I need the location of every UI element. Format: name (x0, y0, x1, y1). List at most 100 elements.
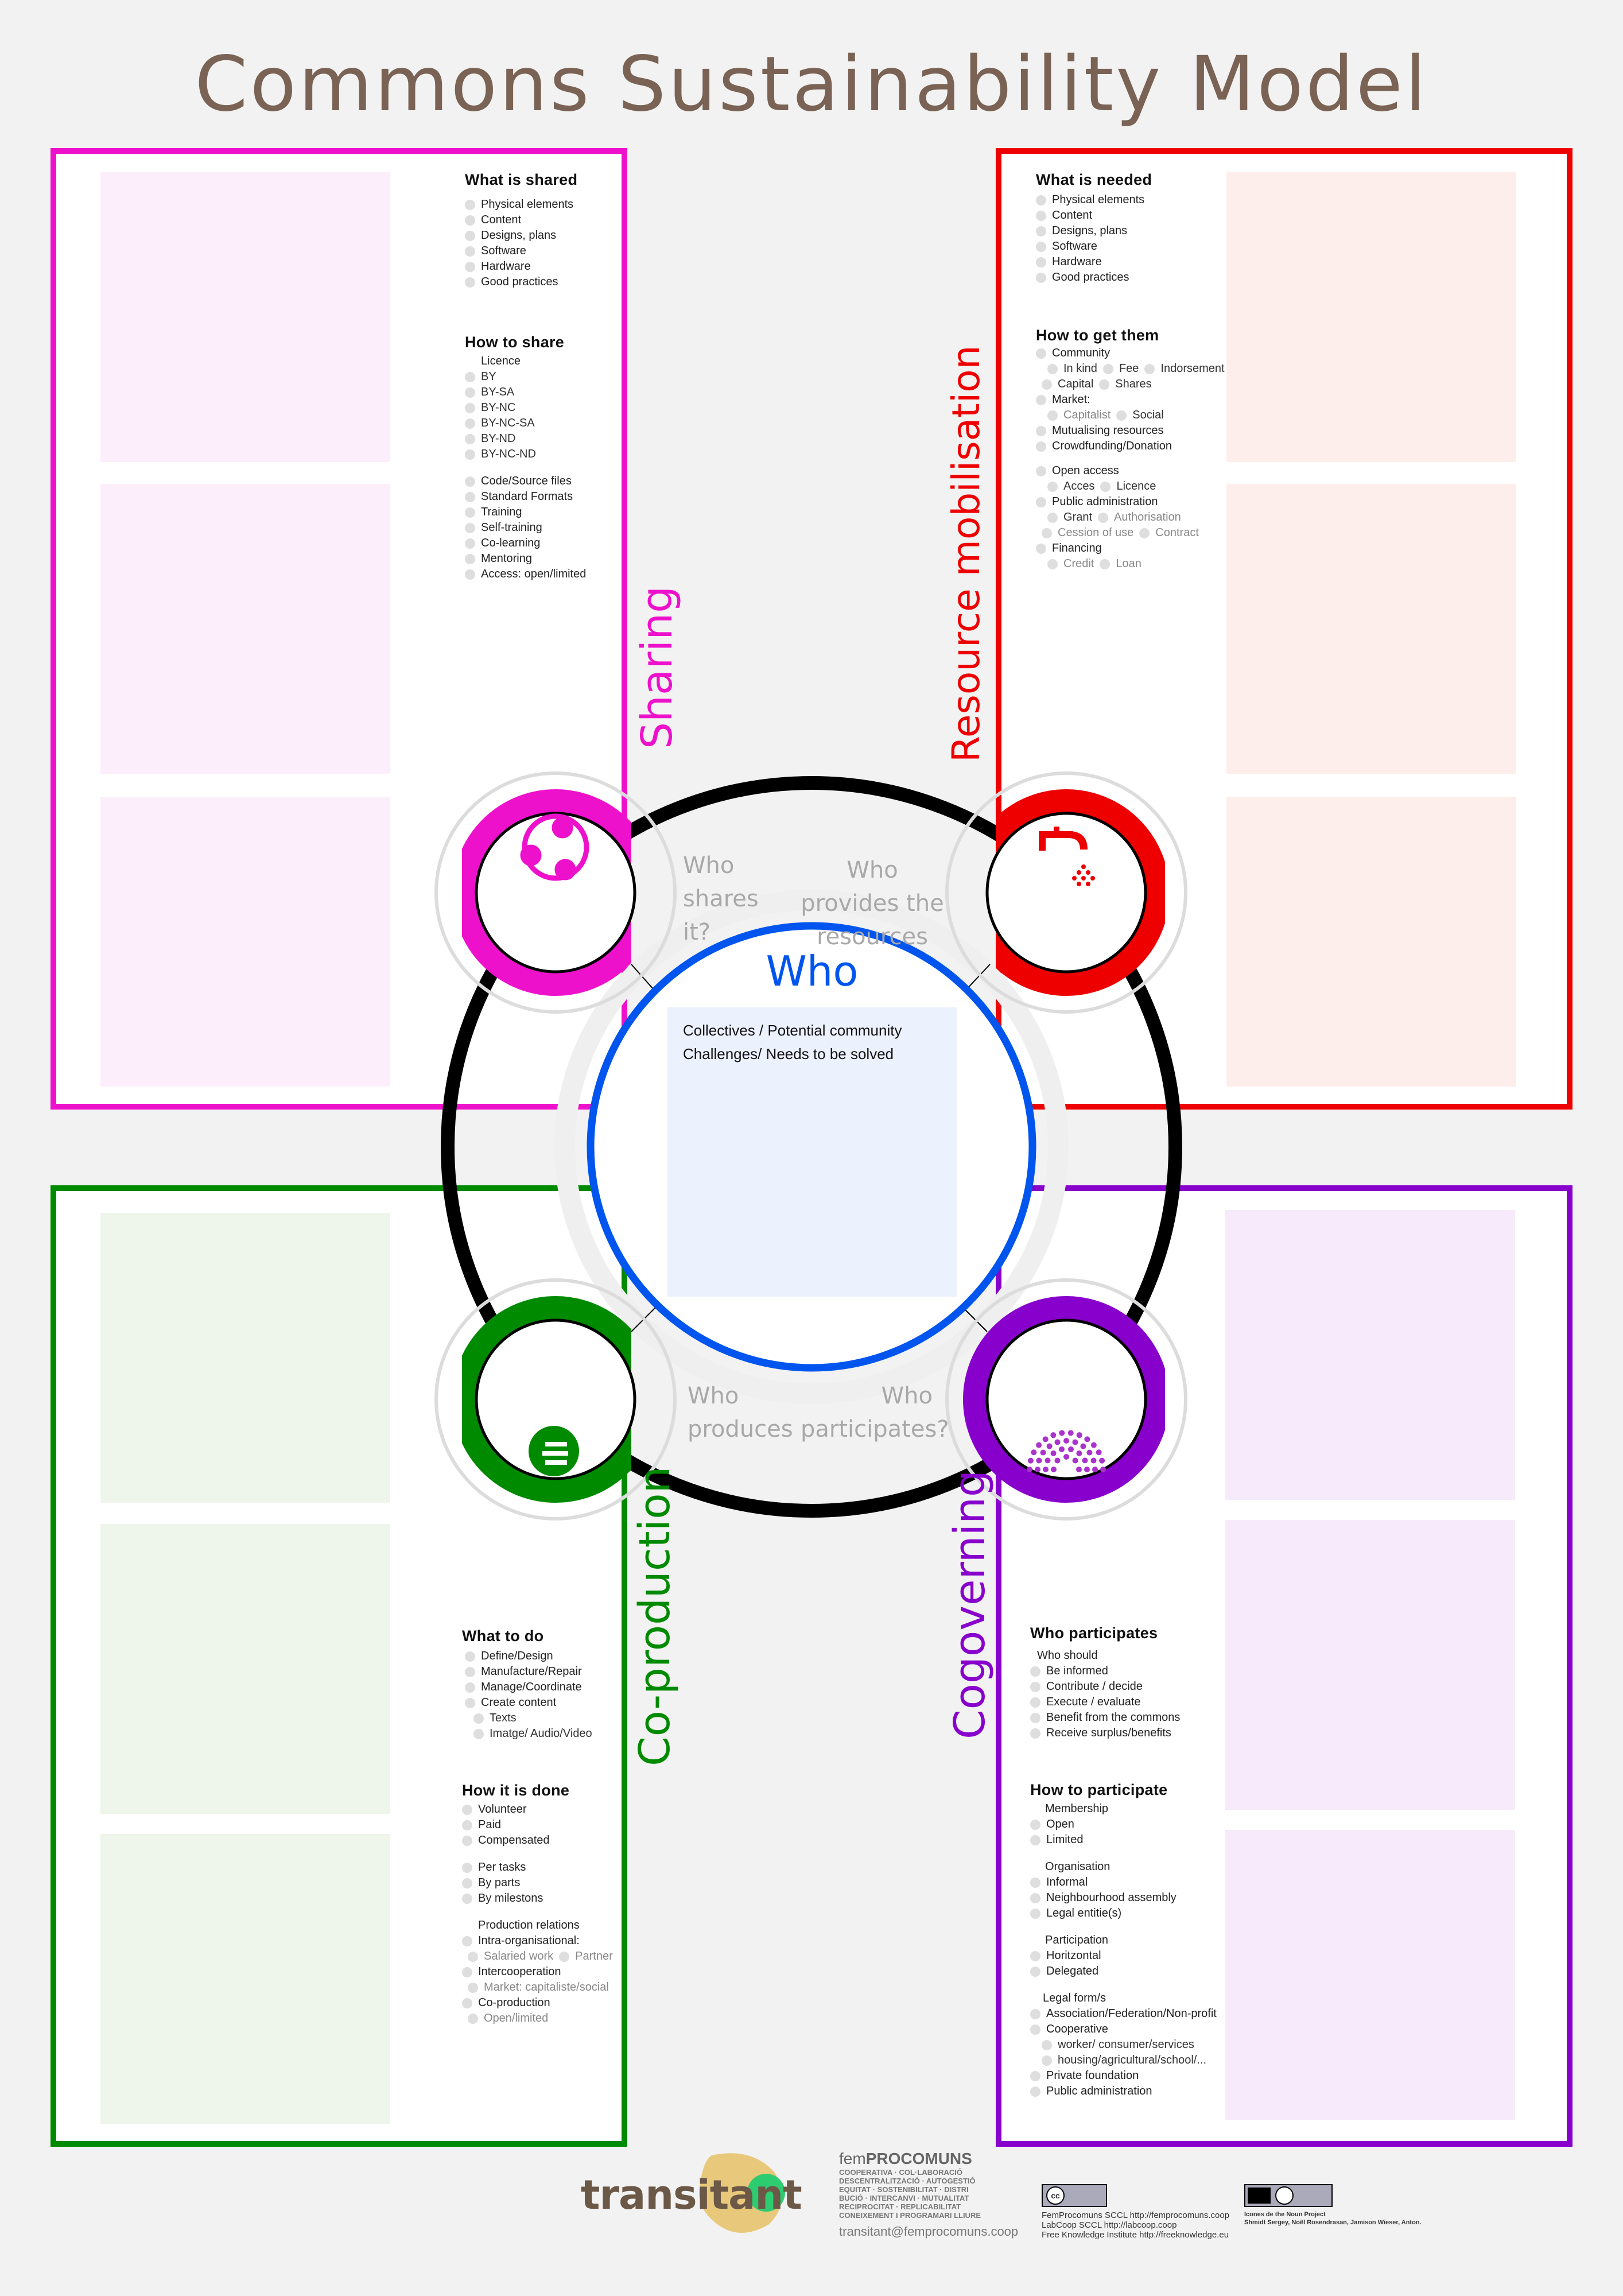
bullet-icon[interactable] (1036, 195, 1046, 205)
bullet-icon[interactable] (1030, 1819, 1040, 1830)
what-is-needed-heading: What is needed (1036, 171, 1152, 188)
list-item: Be informed (1030, 1663, 1217, 1679)
bullet-icon[interactable] (1030, 1681, 1040, 1692)
bullet-icon[interactable] (462, 1862, 472, 1873)
noun-project-badge (1244, 2184, 1333, 2207)
who-prompts: Collectives / Potential community Challe… (683, 1019, 902, 1066)
coproduction-pad-3[interactable] (100, 1834, 390, 2124)
bullet-icon[interactable] (1030, 1835, 1040, 1845)
bullet-icon[interactable] (1030, 1697, 1040, 1708)
bullet-icon[interactable] (465, 371, 475, 382)
resource-pad-2[interactable] (1226, 484, 1516, 774)
cc-icon: cc (1046, 2186, 1065, 2205)
sharing-pad-2[interactable] (100, 484, 390, 774)
bullet-icon[interactable] (465, 433, 475, 444)
bullet-icon[interactable] (462, 1893, 472, 1904)
bullet-icon[interactable] (1030, 1966, 1040, 1977)
bullet-icon[interactable] (465, 230, 475, 241)
bullet-icon[interactable] (1036, 226, 1046, 236)
bullet-icon[interactable] (462, 1835, 472, 1846)
bullet-icon[interactable] (465, 387, 475, 398)
cogoverning-pad-2[interactable] (1225, 1520, 1515, 1810)
procomuns-word: PROCOMUNS (865, 2150, 972, 2167)
bullet-icon[interactable] (462, 1878, 472, 1888)
cogoverning-pad-1[interactable] (1225, 1210, 1515, 1500)
bullet-icon[interactable] (1030, 1908, 1040, 1919)
seat-dot (1036, 1442, 1042, 1448)
seat-dot (1082, 1457, 1088, 1464)
bullet-icon[interactable] (465, 538, 475, 549)
question-sharing: Who shares it? (683, 852, 759, 945)
bullet-icon[interactable] (1036, 272, 1046, 283)
bullet-icon[interactable] (465, 1666, 475, 1677)
bullet-icon[interactable] (465, 491, 475, 502)
list-item: BY (465, 369, 586, 385)
seat-dot (1063, 1438, 1069, 1444)
who-notes-area[interactable] (667, 1007, 957, 1297)
bullet-icon[interactable] (465, 476, 475, 487)
list-item: Hardware (1036, 254, 1230, 270)
bullet-icon[interactable] (465, 553, 475, 564)
seat-dot (1036, 1457, 1042, 1464)
seat-dot (1080, 1443, 1086, 1449)
list-item: Self-training (465, 520, 586, 536)
bullet-icon[interactable] (1030, 1728, 1040, 1739)
bullet-icon[interactable] (1030, 1950, 1040, 1961)
seat-dot (1050, 1432, 1057, 1438)
noun-project-icon (1248, 2188, 1271, 2204)
seat-dot (1051, 1467, 1057, 1472)
seat-dot (1050, 1450, 1057, 1456)
list-item: Paid (462, 1817, 619, 1833)
seat-dot (1096, 1449, 1102, 1456)
list-item: Content (1036, 208, 1230, 223)
fem-word: fem (839, 2150, 866, 2167)
resource-pad-1[interactable] (1226, 172, 1516, 462)
bullet-icon[interactable] (1036, 210, 1046, 221)
bullet-icon[interactable] (1030, 1892, 1040, 1903)
bullet-icon[interactable] (465, 261, 475, 272)
list-item: Co-learning (465, 536, 586, 551)
bullet-icon[interactable] (465, 507, 475, 518)
coproduction-pad-2[interactable] (100, 1524, 390, 1814)
cogoverning-pad-3[interactable] (1225, 1830, 1515, 2120)
bullet-icon[interactable] (462, 1804, 472, 1815)
bullet-icon[interactable] (1030, 1712, 1040, 1723)
bullet-icon[interactable] (465, 277, 475, 288)
bullet-icon[interactable] (1030, 1877, 1040, 1888)
seat-dot (1027, 1467, 1032, 1472)
bullet-icon[interactable] (465, 1651, 475, 1662)
list-item: Create content (465, 1695, 619, 1711)
sharing-pad-1[interactable] (100, 172, 390, 462)
bullet-icon[interactable] (465, 449, 475, 460)
list-item: Physical elements (1036, 192, 1230, 208)
bullet-icon[interactable] (465, 199, 475, 210)
bullet-icon[interactable] (465, 522, 475, 533)
text-line: EQUITAT · SOSTENIBILITAT · DISTRI (839, 2185, 969, 2194)
bullet-icon[interactable] (1036, 241, 1046, 252)
bullet-icon[interactable] (465, 1697, 475, 1708)
list-item: Code/Source files (465, 474, 586, 489)
seat-dot (1076, 1450, 1082, 1456)
bullet-icon[interactable] (465, 215, 475, 226)
bullet-icon[interactable] (465, 418, 475, 429)
bullet-icon[interactable] (1030, 1666, 1040, 1677)
list-item: Compensated (462, 1833, 619, 1848)
bullet-icon[interactable] (465, 1682, 475, 1693)
bullet-icon[interactable] (462, 1820, 472, 1830)
bullet-icon[interactable] (465, 402, 475, 413)
resource-pad-3[interactable] (1226, 797, 1516, 1087)
list-item: Open (1030, 1817, 1217, 1832)
list-item: Access: open/limited (465, 567, 586, 582)
question-coproduction: Who produces (688, 1383, 793, 1442)
coproduction-pad-1[interactable] (100, 1213, 390, 1503)
list-item: By parts (462, 1875, 619, 1891)
how-to-participate-heading: How to participate (1030, 1781, 1168, 1798)
bullet-icon[interactable] (465, 569, 475, 580)
sharing-pad-3[interactable] (100, 797, 390, 1087)
bullet-icon[interactable] (1036, 257, 1046, 267)
bullet-icon[interactable] (465, 246, 475, 257)
contact-email[interactable]: transitant@femprocomuns.coop (839, 2224, 1019, 2239)
